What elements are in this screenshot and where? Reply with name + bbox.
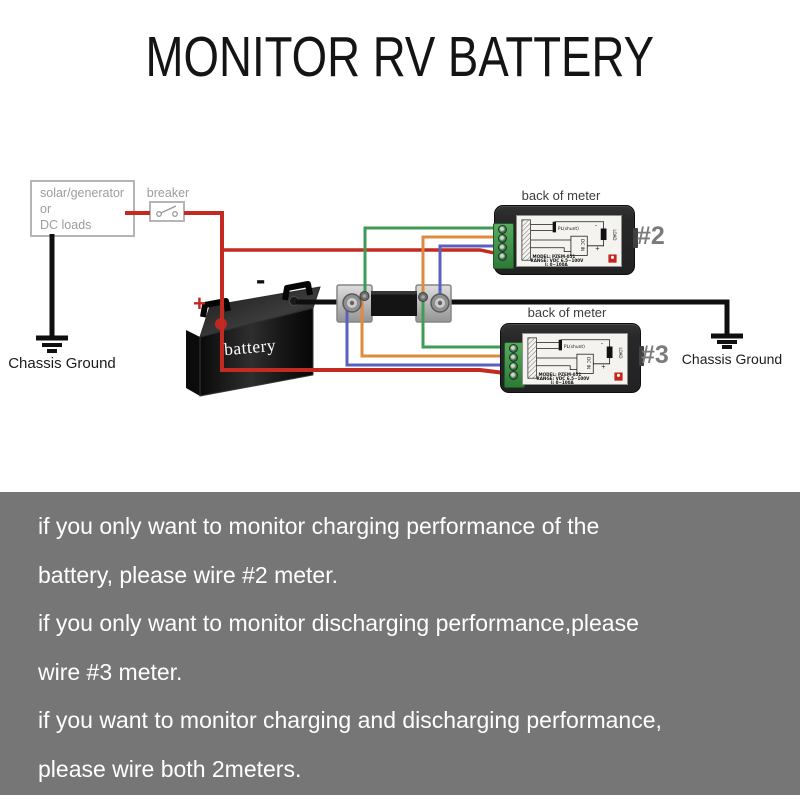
wire-orange-meter3 [360,299,513,358]
load-label: LOAD [612,229,617,240]
terminal-screw [498,234,507,243]
terminal-screw [509,344,518,353]
range-text: RANGE: VDC 6.5~100V [531,258,585,263]
terminal-strip-symbol [521,219,531,261]
battery-plus-sign: + [193,291,206,316]
meter-2-label: PL(shunt) - LOAD + DC IN MODEL: PZEM-051… [516,215,622,267]
red-wires [125,211,514,376]
battery-minus-sign: - [256,264,266,295]
source-box-line2: or [40,202,52,216]
note-line: if you only want to monitor discharging … [38,610,639,636]
terminal-screw [498,225,507,234]
meter-schematic-lines [536,339,610,374]
wire-blue-meter3 [345,304,513,367]
wire-green-meter2 [363,226,504,296]
current-text: I: 0~100A [545,262,569,266]
source-box: solar/generator or DC loads [30,180,135,237]
shunt-bolts [342,291,450,313]
model-text: MODEL: PZEM-051 [532,254,575,259]
meter2-back-label: back of meter [521,188,601,203]
battery-positive-post [215,318,227,330]
model-text: MODEL: PZEM-051 [538,372,581,377]
dc-in-label: DC IN [586,357,591,369]
note-line: please wire both 2meters. [38,755,302,782]
chassis-ground-right-label: Chassis Ground [681,351,783,367]
page-title: MONITOR RV BATTERY [145,25,655,89]
battery-negative-post [289,296,299,306]
dc-in-label: DC IN [580,239,585,251]
note-line: if you want to monitor charging and disc… [38,707,662,733]
terminal-screw [498,252,507,261]
range-text: RANGE: VDC 6.5~100V [537,376,591,381]
shunt [336,284,452,323]
wire-orange-meter2 [421,235,504,297]
note-line: if you only want to monitor charging per… [38,513,600,539]
load-label: LOAD [618,347,623,358]
minus-mark: - [601,342,603,348]
notes-panel: if you only want to monitor charging per… [0,492,800,795]
fuse-symbol [600,228,607,241]
note-line: battery, please wire #2 meter. [38,561,338,588]
terminal-strip-symbol [527,337,537,379]
source-box-line3: DC loads [40,218,92,232]
terminal-screw [509,362,518,371]
battery-label: battery [223,334,277,360]
pl-shunt-label: PL(shunt) [564,344,585,350]
meter3-back-label: back of meter [527,305,607,320]
plus-mark: + [601,365,606,371]
battery-handle-left [200,298,231,318]
chassis-ground-right-symbol [711,333,743,349]
breaker-label: breaker [146,186,190,200]
meter-2-load-tab [633,228,638,248]
wire-red-to-meter2 [222,248,505,257]
source-box-line1: solar/generator [40,186,125,200]
note-line: wire #3 meter. [38,658,183,685]
terminal-screw [509,353,518,362]
plus-mark: + [595,247,600,253]
chassis-ground-left-symbol [36,335,68,353]
minus-mark: - [595,224,597,230]
terminal-screw [498,243,507,252]
meter-3: PL(shunt) - LOAD + DC IN MODEL: PZEM-051… [500,323,644,393]
meter-3-label: PL(shunt) - LOAD + DC IN MODEL: PZEM-051… [522,333,628,385]
current-text: I: 0~100A [551,380,575,384]
meter-3-number: #3 [641,341,669,369]
fuse-symbol [606,346,613,359]
meter-2-terminal-block [493,223,514,269]
shunt-connector-symbol [552,221,557,233]
sense-wires [345,226,513,367]
meter-2-number: #2 [637,222,665,250]
meter-3-load-tab [639,346,644,366]
chassis-ground-left-label: Chassis Ground [8,355,116,372]
shunt-connector-symbol [558,339,563,351]
meter-schematic-lines [530,221,604,256]
meter-2: PL(shunt) - LOAD + DC IN MODEL: PZEM-051… [493,205,638,275]
breaker-switch [149,201,185,222]
terminal-screw [509,371,518,380]
battery-handle-right [282,281,313,301]
pl-shunt-label: PL(shunt) [558,226,579,232]
